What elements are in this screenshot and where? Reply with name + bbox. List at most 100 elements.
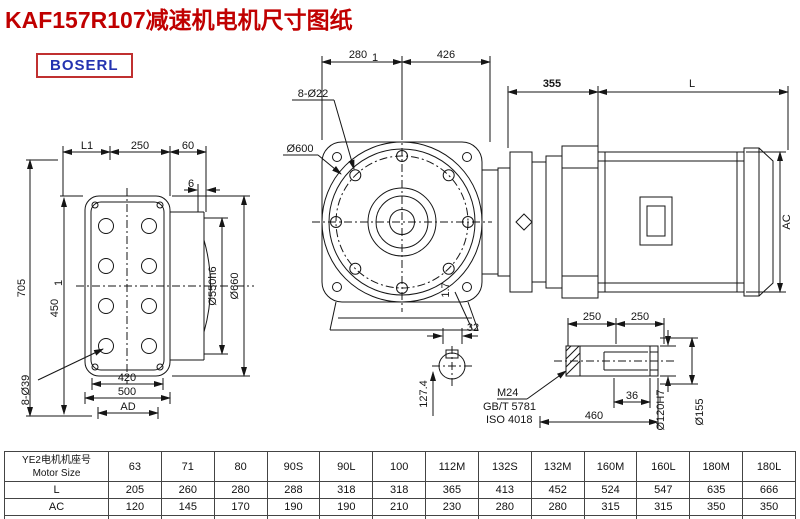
dim-1-7-label: 1.7 [440,282,452,297]
dim-250-label: 250 [131,140,149,152]
dim-value-cell: 315 [636,498,691,516]
motor-size-header-cn: YE2电机机座号 [22,454,91,466]
standard-iso-label: ISO 4018 [486,414,532,426]
standard-gbt-label: GB/T 5781 [483,401,536,413]
dim-155-label: Ø155 [694,399,706,426]
table-row-AD: AD 110 130 135 145 145 148 160 180 180 2… [4,515,796,519]
dim-value-cell: 170 [213,498,268,516]
table-row-L: L 205 260 280 288 318 318 365 413 452 52… [4,481,796,499]
dim-660-label: Ø660 [229,273,241,300]
motor-size-header-en: Motor Size [32,467,81,479]
size-header-cell: 160M [583,451,638,482]
row-label-cell: AC [4,498,109,516]
row-label-cell: L [4,481,109,499]
dim-value-cell: 230 [425,498,479,516]
dim-value-cell: 180 [530,515,585,519]
dim-value-cell: 110 [108,515,162,519]
size-header-cell: 112M [425,451,479,482]
size-header-cell: 160L [636,451,691,482]
dim-value-cell: 280 [689,515,744,519]
dim-value-cell: 255 [636,515,691,519]
shaft-detail-geometry [427,318,698,428]
dim-value-cell: 205 [108,481,162,499]
dim-value-cell: 280 [742,515,796,519]
dim-127-label: 127.4 [418,380,430,408]
dim-holes-22-label: 8-Ø22 [298,88,329,100]
dim-36-label: 36 [626,390,638,402]
dim-value-cell: 413 [477,481,532,499]
dim-value-cell: 280 [213,481,268,499]
dimension-table: YE2电机机座号 Motor Size 63 71 80 90S 90L 100… [4,451,796,519]
dim-value-cell: 635 [689,481,744,499]
dim-value-cell: 148 [372,515,427,519]
dim-ad-label: AD [120,401,135,413]
dim-value-cell: 145 [160,498,215,516]
dim-120-label: Ø120H7 [655,390,667,431]
dim-value-cell: 190 [266,498,321,516]
row-label-cell: AD [4,515,109,519]
dim-550-label: Ø550h6 [207,266,219,305]
dim-L-label: L [689,78,695,90]
dim-420-label: 420 [118,372,136,384]
dim-250b-label: 250 [631,311,649,323]
dim-value-cell: 318 [372,481,427,499]
size-header-cell: 132M [530,451,585,482]
size-header-cell: 90L [319,451,374,482]
dim-value-cell: 210 [372,498,427,516]
dim-AC-label: AC [781,214,793,229]
dim-value-cell: 145 [266,515,321,519]
motor-view-labels: 355 L AC [543,78,793,230]
dim-value-cell: 190 [319,498,374,516]
dim-value-cell: 318 [319,481,374,499]
dim-value-cell: 260 [160,481,215,499]
dim-value-cell: 350 [689,498,744,516]
brand-logo: BOSERL [36,53,133,78]
size-header-cell: 80 [213,451,268,482]
dim-value-cell: 452 [530,481,585,499]
left-view-labels: 705 450 1 L1 250 60 6 Ø550h6 Ø660 420 50… [16,140,241,413]
dim-value-cell: 135 [213,515,268,519]
dim-280-sub-label: 1 [372,52,378,64]
dim-460-label: 460 [585,410,603,422]
dim-value-cell: 130 [160,515,215,519]
dim-value-cell: 255 [583,515,638,519]
dim-426-label: 426 [437,49,455,61]
dim-600-label: Ø600 [287,143,314,155]
size-header-cell: 180M [689,451,744,482]
dim-value-cell: 280 [530,498,585,516]
shaft-detail-labels: 32 127.4 250 250 M24 GB/T 5781 ISO 4018 … [418,311,706,430]
size-header-cell: 71 [160,451,215,482]
dim-l1-label: L1 [81,140,93,152]
left-view-geometry [26,146,254,419]
dim-value-cell: 524 [583,481,638,499]
dim-value-cell: 120 [108,498,162,516]
dim-250a-label: 250 [583,311,601,323]
front-view-labels: 280 1 426 Ø600 8-Ø22 1.7 [287,49,456,298]
dim-500-label: 500 [118,386,136,398]
dim-value-cell: 160 [425,515,479,519]
dim-355-label: 355 [543,78,561,90]
dim-value-cell: 365 [425,481,479,499]
table-row-AC: AC 120 145 170 190 190 210 230 280 280 3… [4,498,796,516]
dim-value-cell: 145 [319,515,374,519]
size-header-cell: 180L [742,451,796,482]
dim-60-label: 60 [182,140,194,152]
dim-value-cell: 180 [477,515,532,519]
dim-value-cell: 315 [583,498,638,516]
motor-view-geometry [481,86,789,299]
size-header-cell: 90S [266,451,321,482]
motor-size-header-cell: YE2电机机座号 Motor Size [4,451,109,482]
dim-450-sub-label: 1 [53,280,65,286]
dim-value-cell: 280 [477,498,532,516]
dim-32-label: 32 [467,322,479,334]
dim-450-label: 450 [49,299,61,317]
table-header-row: YE2电机机座号 Motor Size 63 71 80 90S 90L 100… [4,451,796,482]
dim-6-label: 6 [188,178,194,190]
dim-holes-39-label: 8-Ø39 [20,375,32,406]
dim-705-label: 705 [16,279,28,297]
thread-m24-label: M24 [497,387,518,399]
dim-value-cell: 288 [266,481,321,499]
dim-280-label: 280 [349,49,367,61]
size-header-cell: 100 [372,451,427,482]
